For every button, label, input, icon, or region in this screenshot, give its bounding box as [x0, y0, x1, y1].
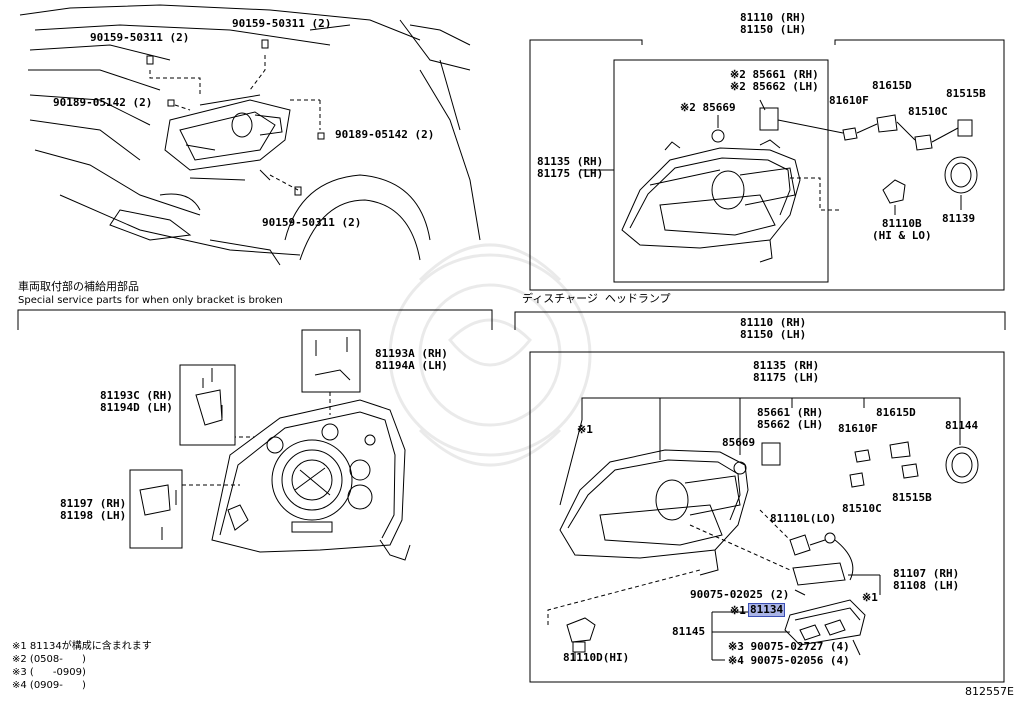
discharge-title-jp: ディスチャージ ヘッドランプ — [522, 292, 671, 305]
label-81610f-discharge[interactable]: 81610F — [838, 422, 878, 435]
label-81510c-top[interactable]: 81510C — [908, 105, 948, 118]
label-mark1-81134: ※1 — [730, 604, 746, 617]
label-90159-50311-a[interactable]: 90159-50311 (2) — [90, 31, 190, 44]
label-81139-top[interactable]: 81139 — [942, 212, 976, 225]
label-90189-05142-a[interactable]: 90189-05142 (2) — [53, 96, 153, 109]
label-81135-top[interactable]: 81135 (RH) 81175 (LH) — [537, 155, 604, 180]
label-81110b-top[interactable]: 81110B (HI & LO) — [872, 217, 932, 242]
label-81615d-discharge[interactable]: 81615D — [876, 406, 916, 419]
headlamp-assy-halogen — [621, 139, 801, 263]
label-90189-05142-b[interactable]: 90189-05142 (2) — [335, 128, 435, 141]
label-90159-50311-c[interactable]: 90159-50311 (2) — [262, 216, 362, 229]
label-81515b-discharge[interactable]: 81515B — [892, 491, 932, 504]
headlamp-assy-discharge — [559, 449, 749, 576]
diagram-id: 812557E — [965, 685, 1014, 698]
label-81110l-discharge[interactable]: 81110L(LO) — [770, 512, 837, 525]
car-front-sketch — [19, 4, 481, 266]
label-mark1-discharge: ※1 — [577, 423, 593, 436]
label-81144-discharge[interactable]: 81144 — [945, 419, 979, 432]
label-90075-02025[interactable]: 90075-02025 (2) — [690, 588, 790, 601]
label-81510c-discharge[interactable]: 81510C — [842, 502, 882, 515]
label-81110-header[interactable]: 81110 (RH) 81150 (LH) — [740, 11, 807, 36]
label-90075-02056[interactable]: ※4 90075-02056 (4) — [728, 654, 850, 667]
label-85669-top[interactable]: ※2 85669 — [680, 101, 736, 114]
label-81110-discharge-header[interactable]: 81110 (RH) 81150 (LH) — [740, 316, 807, 341]
note-3: ※3 ( -0909) — [12, 667, 86, 678]
label-81193c[interactable]: 81193C (RH) 81194D (LH) — [100, 389, 173, 414]
label-81134-highlighted[interactable]: 81134 — [748, 603, 786, 617]
watermark-emblem — [388, 243, 592, 467]
label-85661-top[interactable]: ※2 85661 (RH) ※2 85662 (LH) — [730, 68, 819, 93]
label-90159-50311-b[interactable]: 90159-50311 (2) — [232, 17, 332, 30]
label-81610f-top[interactable]: 81610F — [829, 94, 869, 107]
label-85661-discharge[interactable]: 85661 (RH) 85662 (LH) — [757, 406, 824, 431]
label-mark1b-discharge: ※1 — [862, 591, 878, 604]
special-service-title-en: Special service parts for when only brac… — [18, 295, 283, 306]
headlamp-rear-view — [211, 399, 411, 561]
label-85669-discharge[interactable]: 85669 — [722, 436, 756, 449]
note-1: ※1 81134が構成に含まれます — [12, 641, 152, 652]
label-90075-02727[interactable]: ※3 90075-02727 (4) — [728, 640, 850, 653]
label-81107-discharge[interactable]: 81107 (RH) 81108 (LH) — [893, 567, 960, 592]
label-81197[interactable]: 81197 (RH) 81198 (LH) — [60, 497, 127, 522]
note-4: ※4 (0909- ) — [12, 680, 86, 691]
special-service-title-jp: 車両取付部の補給用部品 — [18, 280, 139, 293]
label-81193a[interactable]: 81193A (RH) 81194A (LH) — [375, 347, 448, 372]
label-81515b-top[interactable]: 81515B — [946, 87, 986, 100]
label-81110d[interactable]: 81110D(HI) — [563, 651, 630, 664]
label-81145[interactable]: 81145 — [672, 625, 706, 638]
note-2: ※2 (0508- ) — [12, 654, 86, 665]
label-81135-discharge[interactable]: 81135 (RH) 81175 (LH) — [753, 359, 820, 384]
label-81615d-top[interactable]: 81615D — [872, 79, 912, 92]
